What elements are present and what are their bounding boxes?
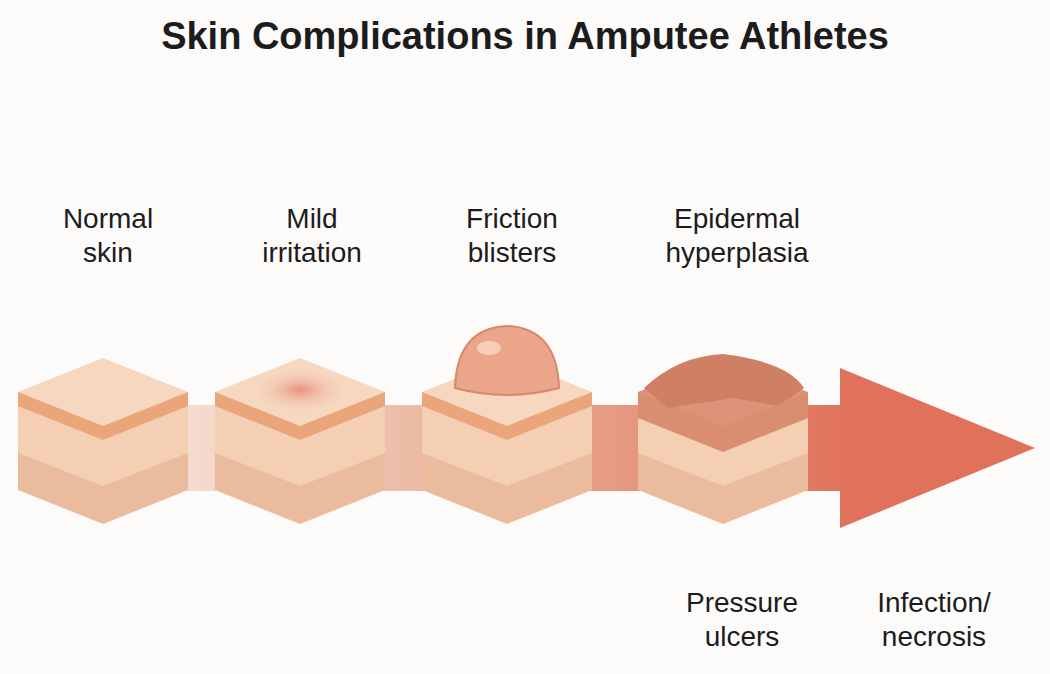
skin-surface: [215, 358, 385, 426]
stage-label: Friction blisters: [437, 202, 587, 269]
skin-surface: [18, 358, 188, 426]
blister: [455, 326, 559, 395]
skin-block: [215, 358, 385, 524]
skin-block: [638, 354, 808, 524]
stage-label: Infection/ necrosis: [849, 586, 1019, 653]
progression-arrow: [150, 368, 1035, 528]
skin-block: [422, 326, 592, 524]
stage-label: Pressure ulcers: [667, 586, 817, 653]
stage-label: Mild irritation: [237, 202, 387, 269]
stage-label: Normal skin: [38, 202, 178, 269]
diagram-title: Skin Complications in Amputee Athletes: [0, 14, 1050, 60]
blister-highlight: [477, 341, 501, 355]
skin-block: [18, 358, 188, 524]
irritation-spot: [254, 368, 346, 412]
stage-label: Epidermal hyperplasia: [642, 202, 832, 269]
thickened-skin: [644, 354, 804, 408]
